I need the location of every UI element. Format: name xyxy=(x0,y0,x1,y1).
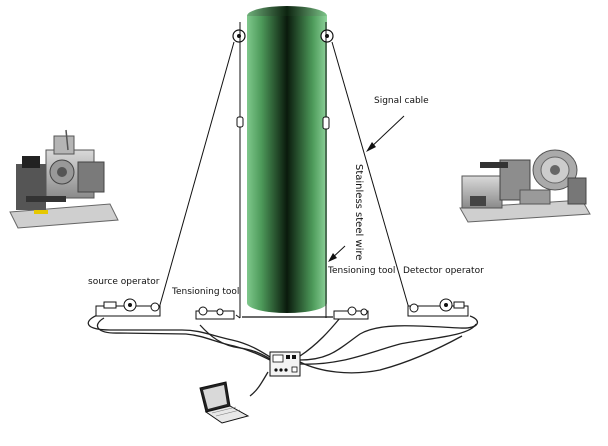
laptop-icon xyxy=(199,381,250,424)
source-operator-label: source operator xyxy=(88,277,160,287)
stainless-steel-wire-label: Stainless steel wire xyxy=(353,164,364,261)
tensioning-tool-left xyxy=(195,306,235,320)
tensioning-tool-right xyxy=(333,306,369,320)
left-wire-sensor-icon xyxy=(236,116,244,128)
control-box xyxy=(269,351,301,377)
tensioning-tool-right-label: Tensioning tool xyxy=(328,266,396,276)
detector-operator-label: Detector operator xyxy=(403,266,484,276)
source-operator-unit xyxy=(95,298,161,317)
ground-cable-loop xyxy=(87,312,479,397)
signal-cable-arrow-icon xyxy=(366,115,405,152)
tensioning-tool-arrow-icon xyxy=(328,245,346,262)
detector-machine-image xyxy=(459,149,591,223)
source-machine-image xyxy=(9,129,119,229)
detector-operator-unit xyxy=(407,298,469,317)
left-diagonal-cable xyxy=(157,41,235,313)
pulley-left-icon xyxy=(232,29,246,43)
right-wire-sensor-icon xyxy=(322,116,330,130)
column xyxy=(247,6,327,313)
right-diagonal-cable xyxy=(331,41,411,313)
tensioning-tool-left-label: Tensioning tool xyxy=(172,287,240,297)
pulley-right-icon xyxy=(320,29,334,43)
signal-cable-label: Signal cable xyxy=(374,96,429,106)
